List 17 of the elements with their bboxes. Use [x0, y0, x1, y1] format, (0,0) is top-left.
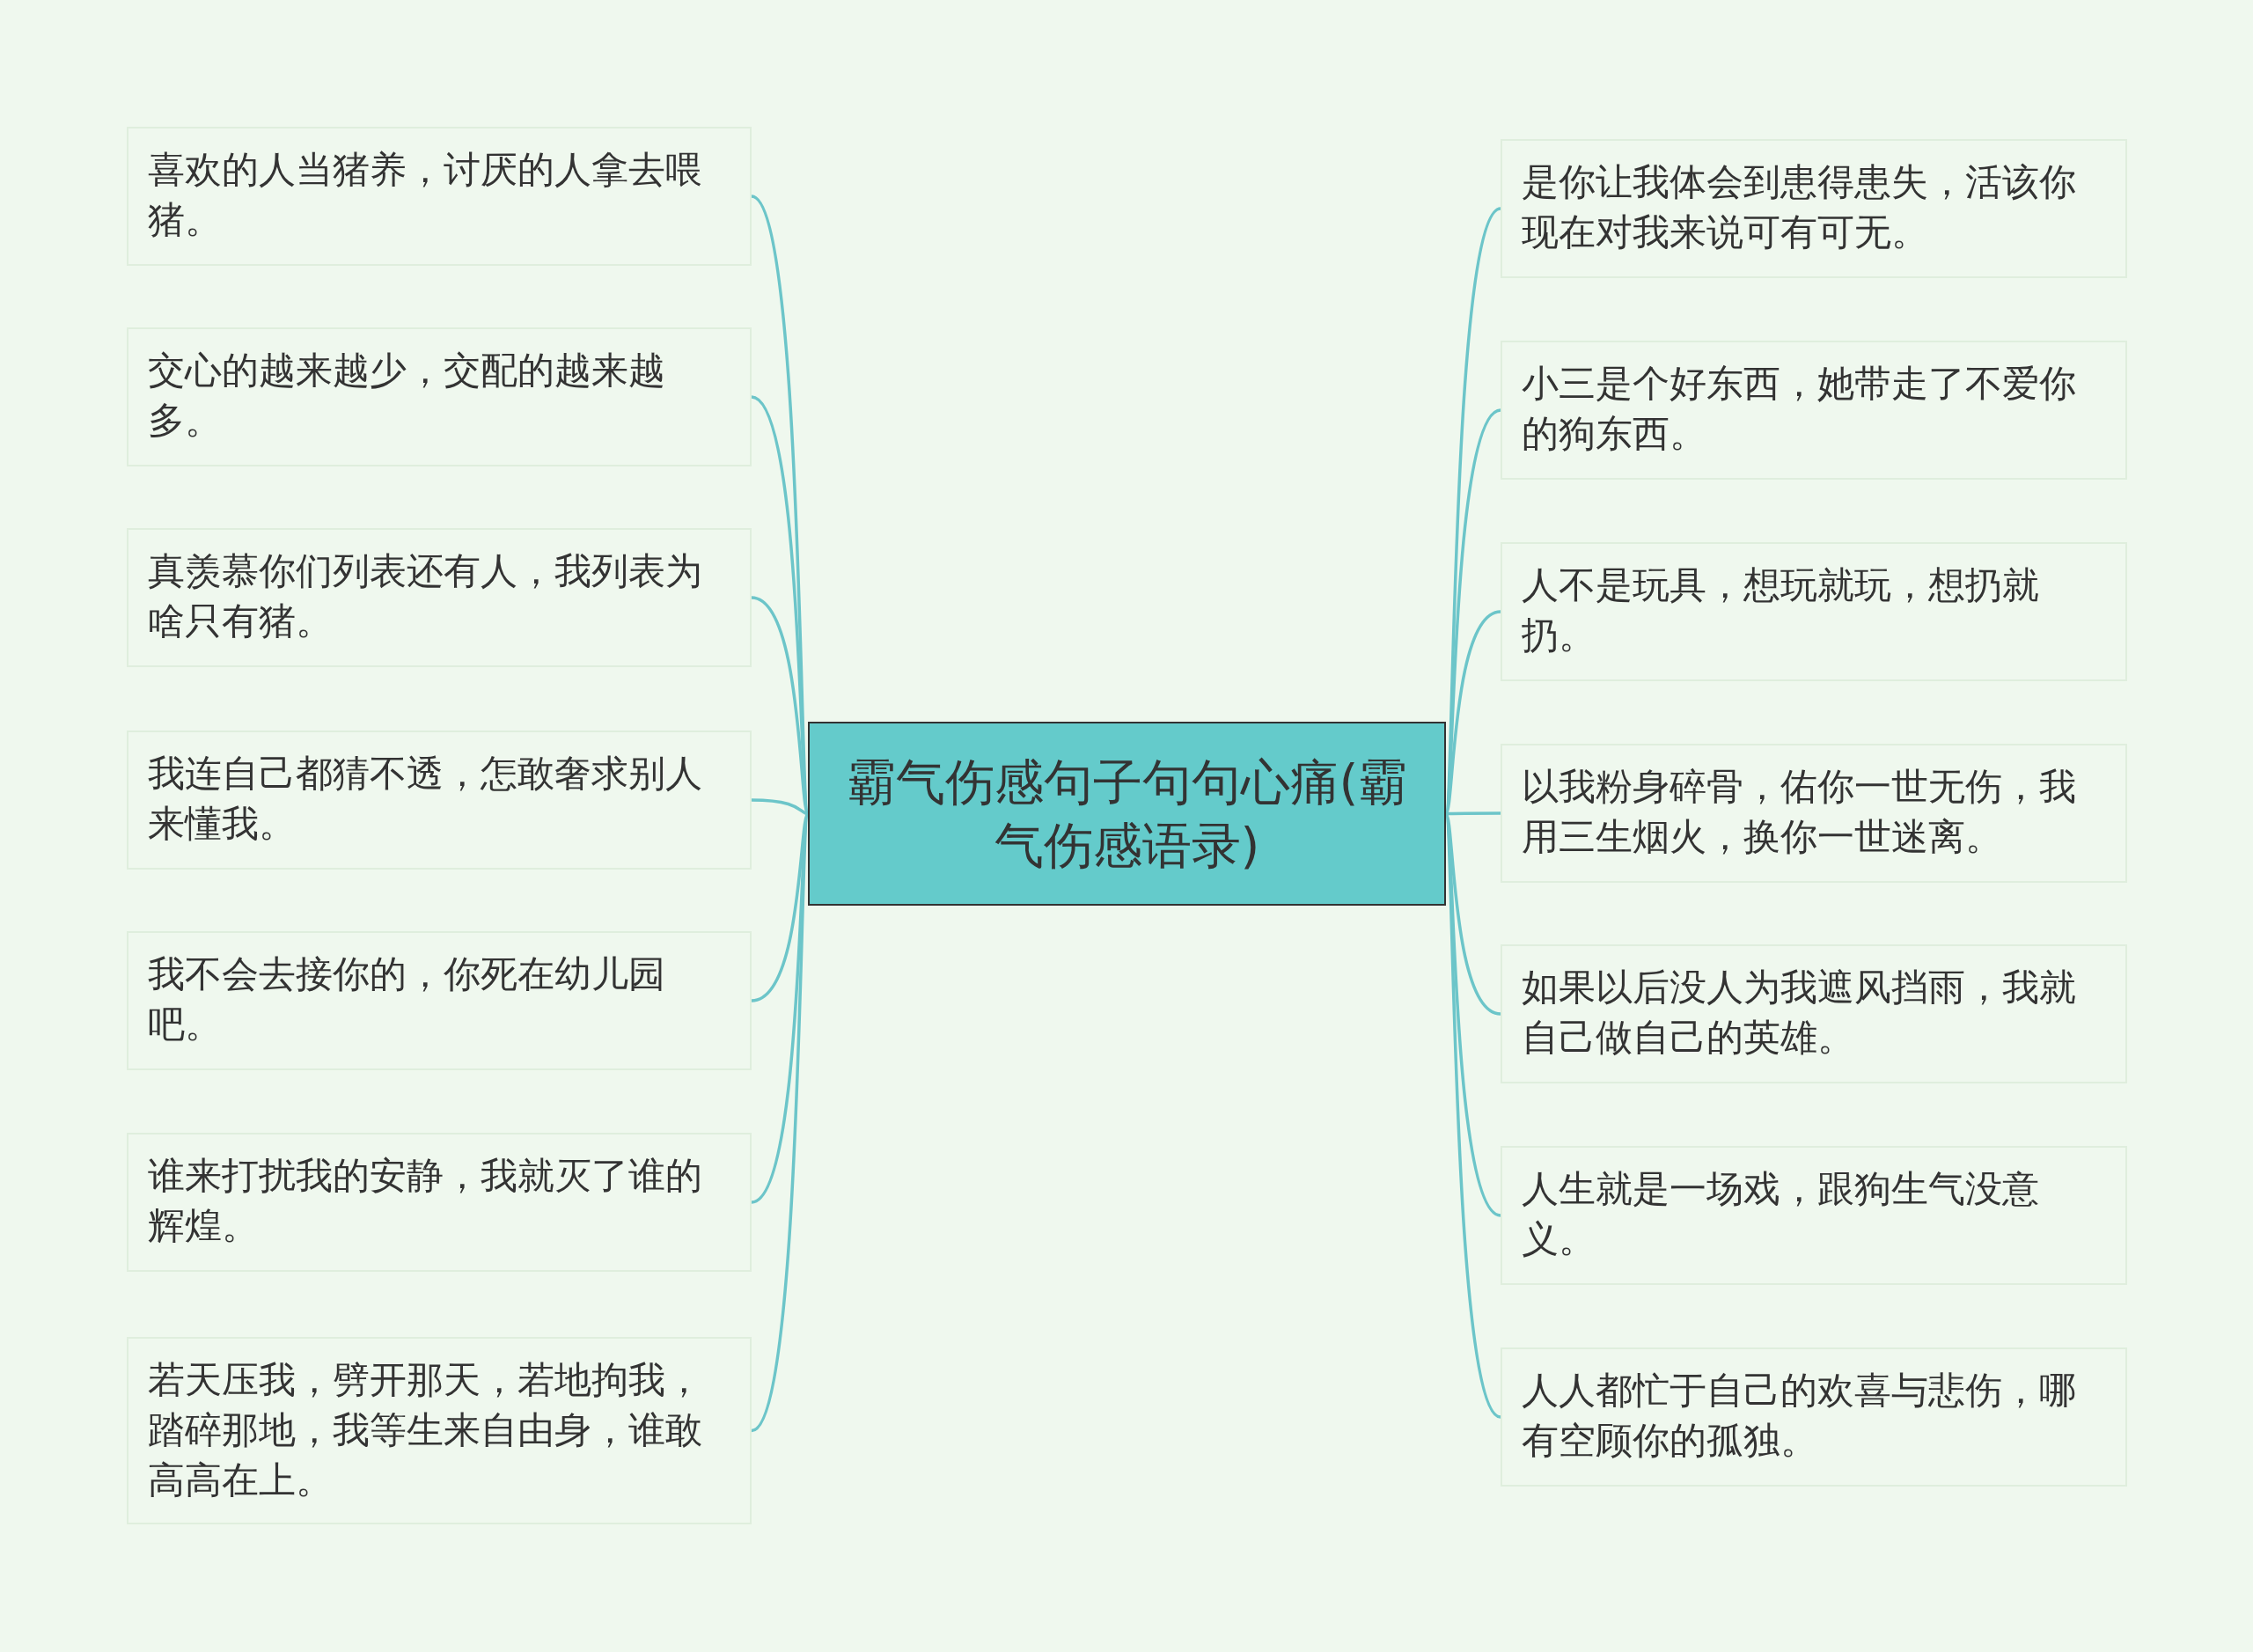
- quote-box: 我连自己都猜不透，怎敢奢求别人来懂我。: [127, 731, 752, 870]
- quote-box: 人生就是一场戏，跟狗生气没意义。: [1501, 1146, 2127, 1285]
- quote-box: 如果以后没人为我遮风挡雨，我就自己做自己的英雄。: [1501, 944, 2127, 1083]
- quote-box: 若天压我，劈开那天，若地拘我，踏碎那地，我等生来自由身，谁敢高高在上。: [127, 1337, 752, 1524]
- topic-box: 霸气伤感句子句句心痛(霸气伤感语录): [808, 722, 1446, 906]
- connector-line: [751, 798, 809, 816]
- quote-box: 真羡慕你们列表还有人，我列表为啥只有猪。: [127, 528, 752, 667]
- quote-box: 小三是个好东西，她带走了不爱你的狗东西。: [1501, 341, 2127, 480]
- quote-box: 以我粉身碎骨，佑你一世无伤，我用三生烟火，换你一世迷离。: [1501, 744, 2127, 883]
- quote-box: 喜欢的人当猪养，讨厌的人拿去喂猪。: [127, 127, 752, 266]
- connector-line: [1446, 811, 1501, 816]
- quote-box: 人人都忙于自己的欢喜与悲伤，哪有空顾你的孤独。: [1501, 1347, 2127, 1487]
- quote-box: 交心的越来越少，交配的越来越多。: [127, 327, 752, 466]
- quote-box: 是你让我体会到患得患失，活该你现在对我来说可有可无。: [1501, 139, 2127, 278]
- quote-box: 谁来打扰我的安静，我就灭了谁的辉煌。: [127, 1133, 752, 1272]
- quote-box: 我不会去接你的，你死在幼儿园吧。: [127, 931, 752, 1070]
- quote-box: 人不是玩具，想玩就玩，想扔就扔。: [1501, 542, 2127, 681]
